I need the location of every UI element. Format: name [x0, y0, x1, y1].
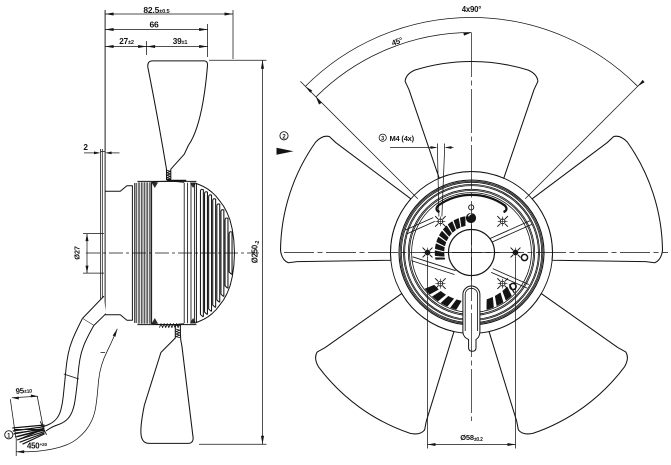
svg-text:45°: 45°: [390, 35, 404, 47]
svg-text:82.5±0.5: 82.5±0.5: [143, 5, 170, 15]
svg-text:Ø27: Ø27: [73, 246, 82, 260]
svg-text:39±1: 39±1: [173, 37, 188, 46]
svg-text:4x90°: 4x90°: [462, 5, 482, 14]
svg-text:Ø58±0.2: Ø58±0.2: [460, 433, 483, 443]
svg-text:2: 2: [83, 143, 88, 152]
svg-text:95±10: 95±10: [15, 385, 32, 395]
svg-text:M4 (4x): M4 (4x): [390, 134, 415, 143]
svg-text:66: 66: [149, 19, 159, 29]
svg-text:3: 3: [381, 136, 384, 142]
svg-text:1: 1: [7, 433, 11, 439]
svg-text:450+20: 450+20: [27, 441, 47, 450]
svg-text:2: 2: [282, 134, 286, 140]
svg-text:27±2: 27±2: [119, 37, 134, 46]
svg-text:Ø250-2: Ø250-2: [250, 240, 261, 263]
